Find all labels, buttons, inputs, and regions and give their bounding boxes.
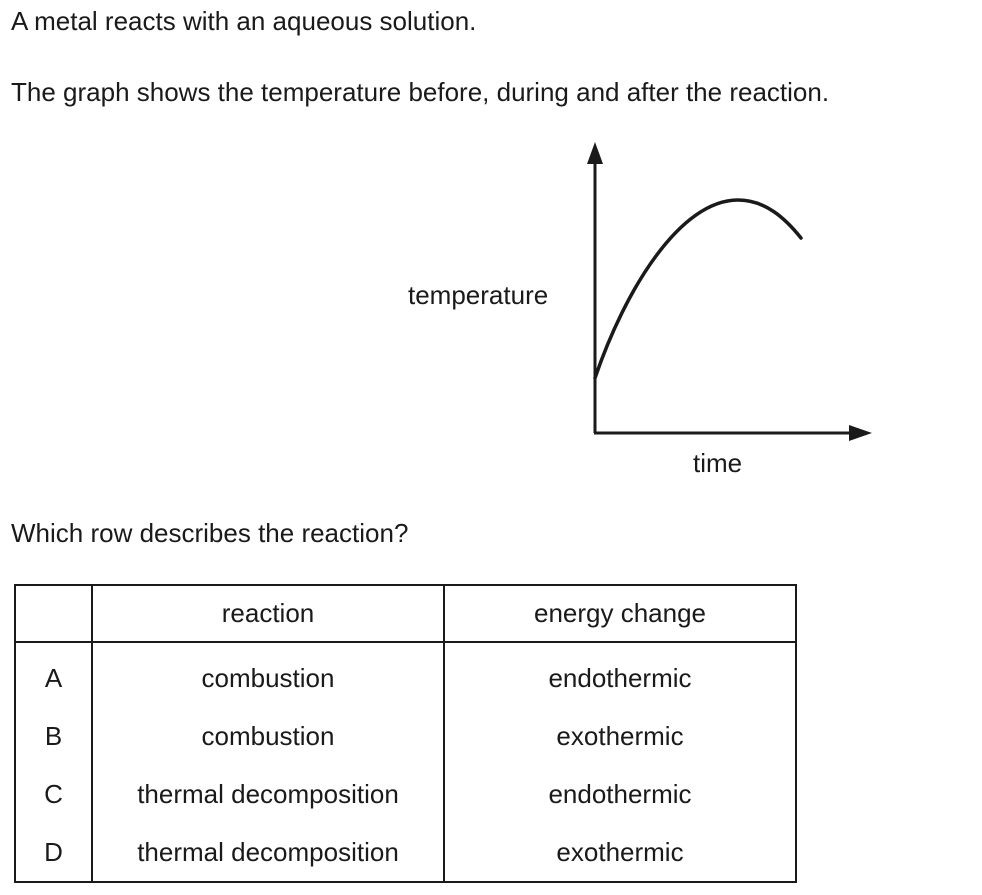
table-row: A combustion endothermic: [14, 642, 797, 707]
energy-change-cell: endothermic: [443, 642, 797, 707]
table-row: D thermal decomposition exothermic: [14, 823, 797, 882]
energy-change-cell: endothermic: [443, 765, 797, 823]
reaction-cell: thermal decomposition: [91, 765, 445, 823]
table-header-row: reaction energy change: [14, 585, 797, 643]
question-prompt: Which row describes the reaction?: [11, 518, 409, 548]
option-letter: B: [14, 707, 93, 765]
energy-change-cell: exothermic: [443, 707, 797, 765]
option-letter: D: [14, 823, 93, 882]
reaction-cell: combustion: [91, 642, 445, 707]
header-option: [14, 585, 93, 643]
option-letter: A: [14, 642, 93, 707]
header-reaction: reaction: [91, 585, 445, 643]
temperature-time-graph: [587, 142, 872, 441]
x-axis-arrowhead: [849, 425, 872, 441]
x-axis-label: time: [693, 448, 743, 478]
answer-options-table: reaction energy change A combustion endo…: [14, 584, 797, 883]
header-energy-change: energy change: [443, 585, 797, 643]
table-row: C thermal decomposition endothermic: [14, 765, 797, 823]
table-row: B combustion exothermic: [14, 707, 797, 765]
y-axis-label: temperature: [408, 280, 549, 310]
reaction-cell: thermal decomposition: [91, 823, 445, 882]
y-axis-arrowhead: [587, 142, 603, 164]
option-letter: C: [14, 765, 93, 823]
temperature-curve: [593, 198, 803, 380]
question-intro: A metal reacts with an aqueous solution.: [11, 6, 477, 36]
graph-description: The graph shows the temperature before, …: [11, 77, 830, 107]
energy-change-cell: exothermic: [443, 823, 797, 882]
reaction-cell: combustion: [91, 707, 445, 765]
